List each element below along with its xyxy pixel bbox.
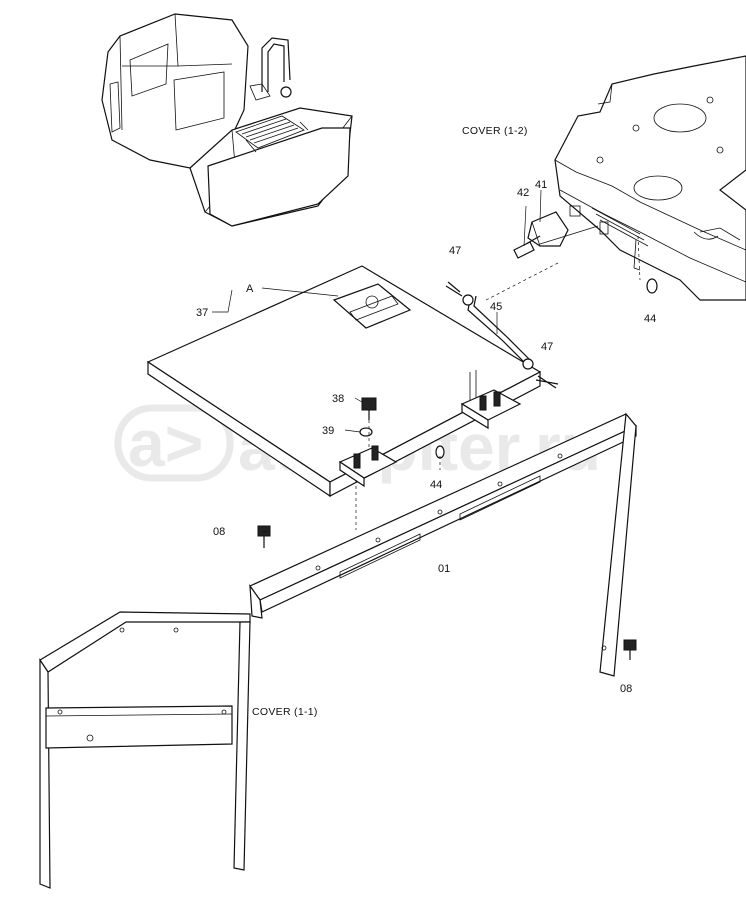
fasteners — [257, 278, 658, 660]
callout-44-right: 44 — [644, 313, 656, 325]
frame-cover-1-2 — [554, 55, 746, 301]
bracket-and-bolt — [513, 211, 599, 259]
excavator-illustration — [101, 13, 353, 227]
callout-leaders — [212, 189, 542, 533]
callout-47-top: 47 — [449, 245, 461, 257]
callout-08-left: 08 — [213, 526, 225, 538]
callout-44-mid: 44 — [430, 479, 442, 491]
callout-labels: 37 A 38 39 44 08 01 08 42 41 47 45 47 44… — [196, 125, 656, 718]
pins — [445, 281, 559, 389]
callout-42: 42 — [517, 187, 529, 199]
frame-cover-1-1 — [39, 611, 251, 889]
callout-37: 37 — [196, 307, 208, 319]
callout-47-right: 47 — [541, 341, 553, 353]
section-label-cover-1-2: COVER (1-2) — [462, 125, 528, 137]
callout-38: 38 — [332, 393, 344, 405]
callout-01: 01 — [438, 563, 450, 575]
hinges — [338, 370, 522, 488]
callout-39: 39 — [322, 425, 334, 437]
callout-08-right: 08 — [620, 683, 632, 695]
callout-41: 41 — [535, 179, 547, 191]
callout-45: 45 — [490, 301, 502, 313]
section-label-cover-1-1: COVER (1-1) — [252, 706, 318, 718]
support-frame — [249, 412, 637, 677]
leader-lines — [355, 235, 641, 530]
stay-rod — [462, 294, 534, 370]
callout-a: A — [246, 283, 254, 295]
watermark-logo: a> — [128, 406, 203, 480]
